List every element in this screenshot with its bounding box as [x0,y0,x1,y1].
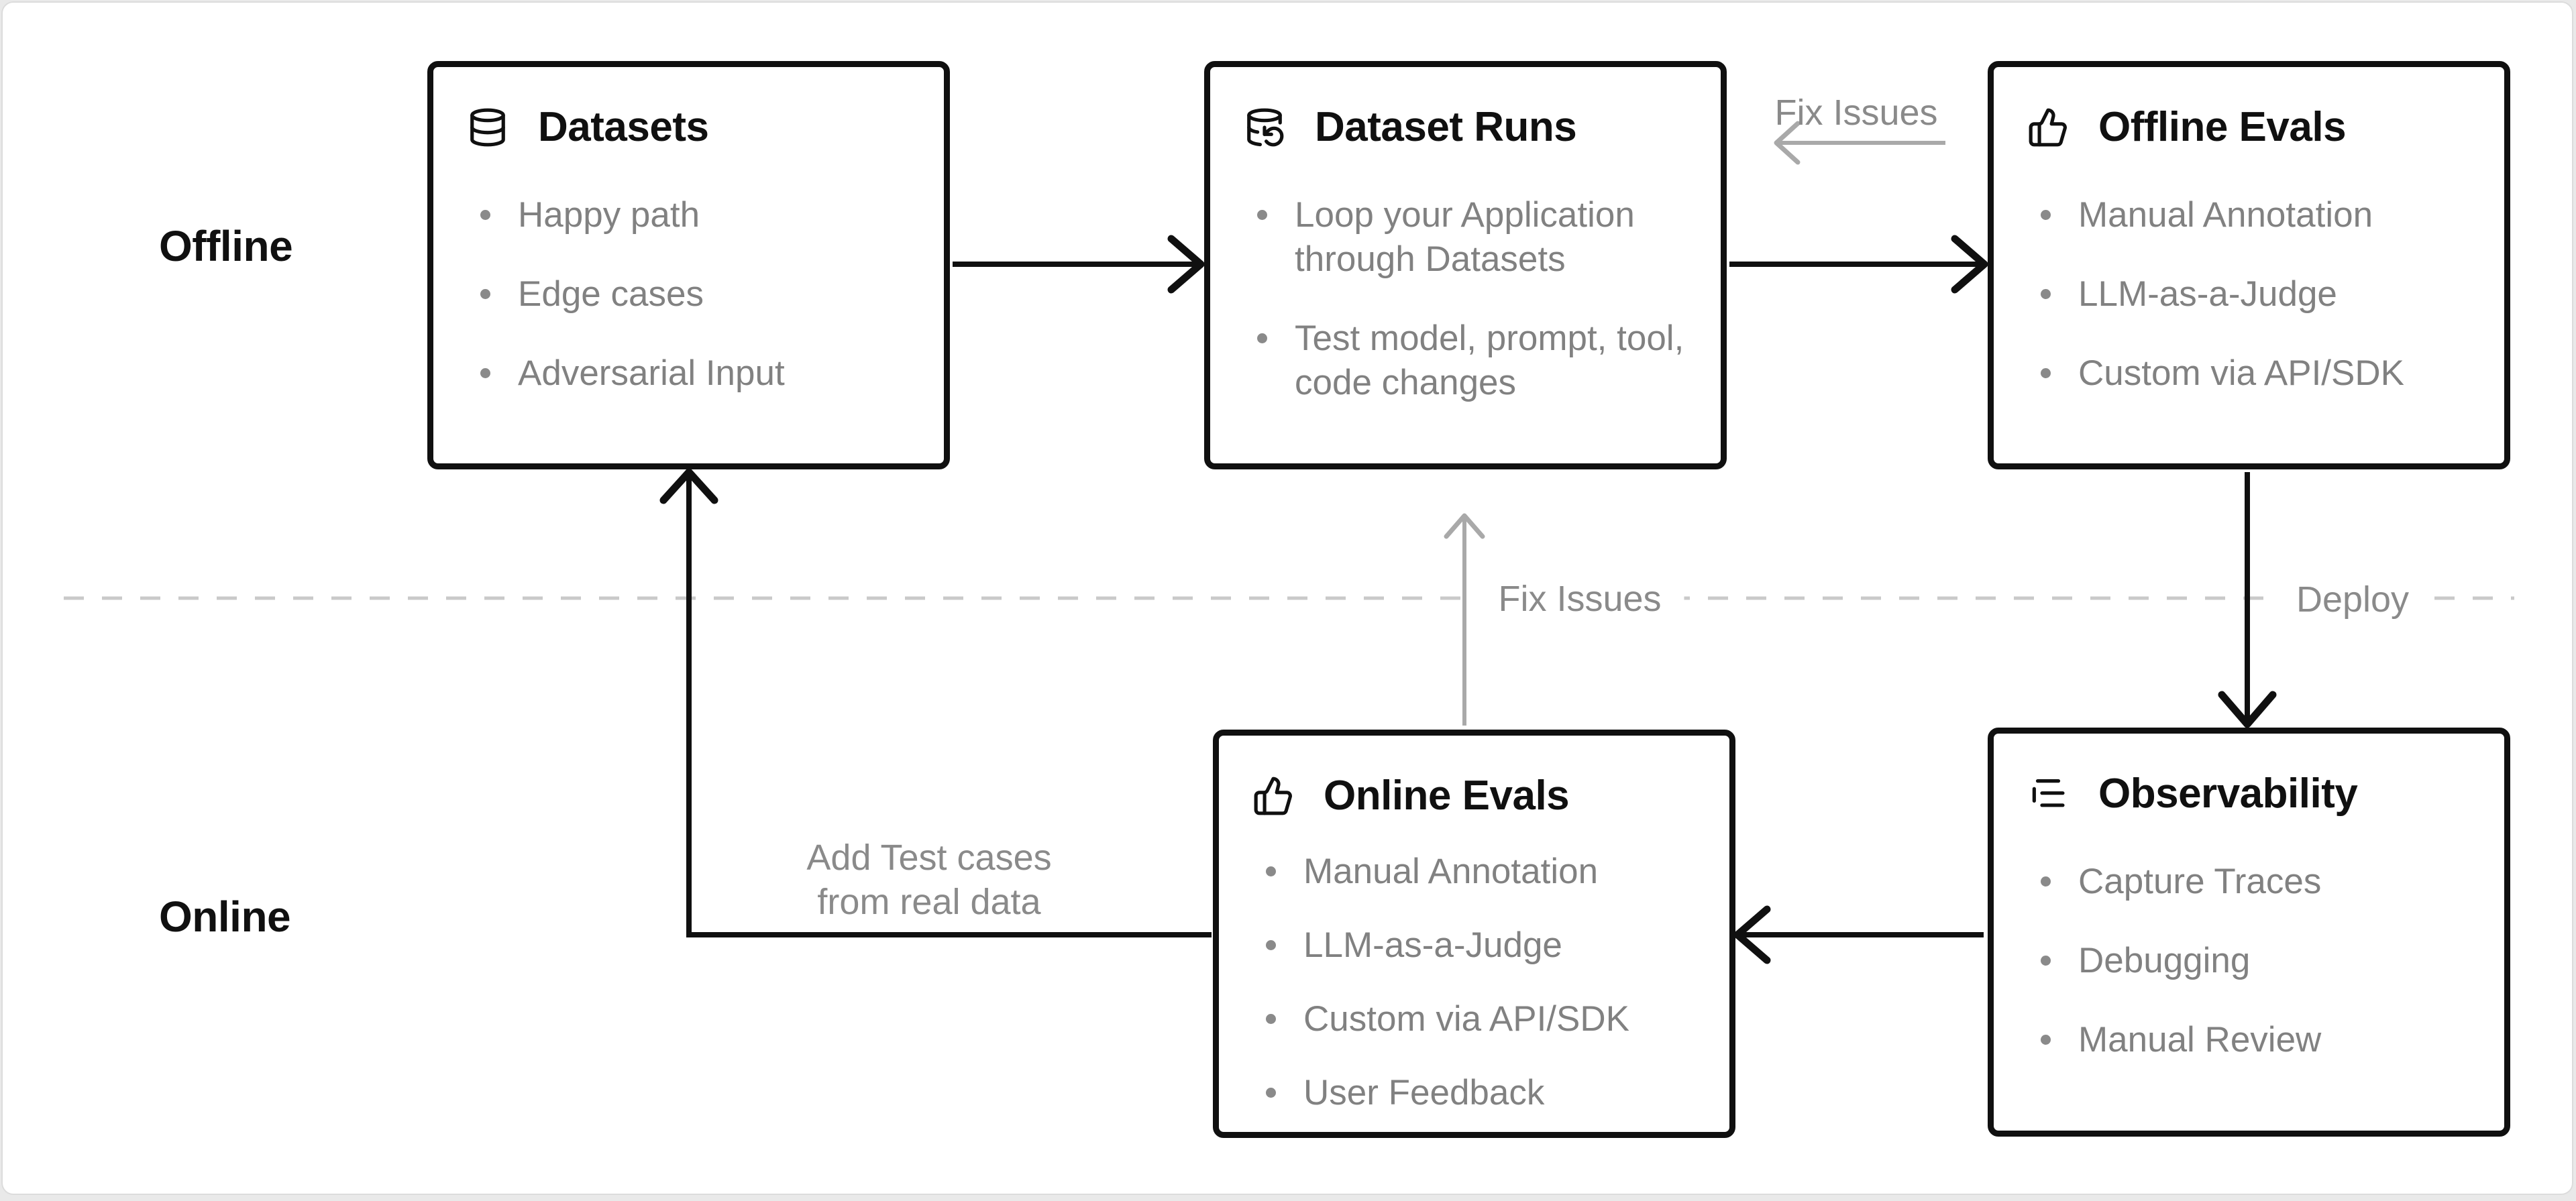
offline-lane-label: Offline [159,222,293,270]
add-test-cases-label: Add Test cases from real data [806,838,1052,922]
bullet-item: Capture Traces [2027,860,2471,904]
bullet-item: Loop your Application through Datasets [1244,193,1687,282]
bullet-item: Manual Annotation [2027,193,2471,237]
bullet-item: LLM-as-a-Judge [2027,272,2471,317]
logs-icon [2027,773,2069,815]
bullet-item: Manual Review [2027,1018,2471,1062]
bullet-item: Custom via API/SDK [1252,997,1696,1041]
deploy-label: Deploy [2273,577,2432,622]
box-title: Datasets [538,104,709,150]
database-icon [467,107,508,148]
online-evals-box: Online Evals Manual Annotation LLM-as-a-… [1213,730,1735,1138]
online-lane-label: Online [159,893,291,941]
bullet-item: Test model, prompt, tool, code changes [1244,317,1687,405]
database-run-icon [1244,107,1285,148]
bullet-item: User Feedback [1252,1071,1696,1115]
box-title: Dataset Runs [1315,104,1577,150]
bullet-item: Manual Annotation [1252,850,1696,894]
thumbs-up-icon [2027,107,2069,148]
bullet-item: Edge cases [467,272,910,317]
box-title: Observability [2098,770,2358,817]
observability-box: Observability Capture Traces Debugging M… [1988,728,2510,1137]
bullet-item: LLM-as-a-Judge [1252,923,1696,968]
fix-issues-top-label: Fix Issues [1774,93,1938,133]
bullet-item: Adversarial Input [467,351,910,396]
bullet-item: Debugging [2027,939,2471,983]
thumbs-up-icon [1252,775,1294,817]
bullet-item: Custom via API/SDK [2027,351,2471,396]
box-title: Online Evals [1324,773,1570,819]
dataset-runs-box: Dataset Runs Loop your Application throu… [1204,61,1727,469]
datasets-box: Datasets Happy path Edge cases Adversari… [427,61,950,469]
fix-issues-middle-label: Fix Issues [1475,577,1684,621]
box-title: Offline Evals [2098,104,2347,150]
bullet-item: Happy path [467,193,910,237]
offline-evals-box: Offline Evals Manual Annotation LLM-as-a… [1988,61,2510,469]
